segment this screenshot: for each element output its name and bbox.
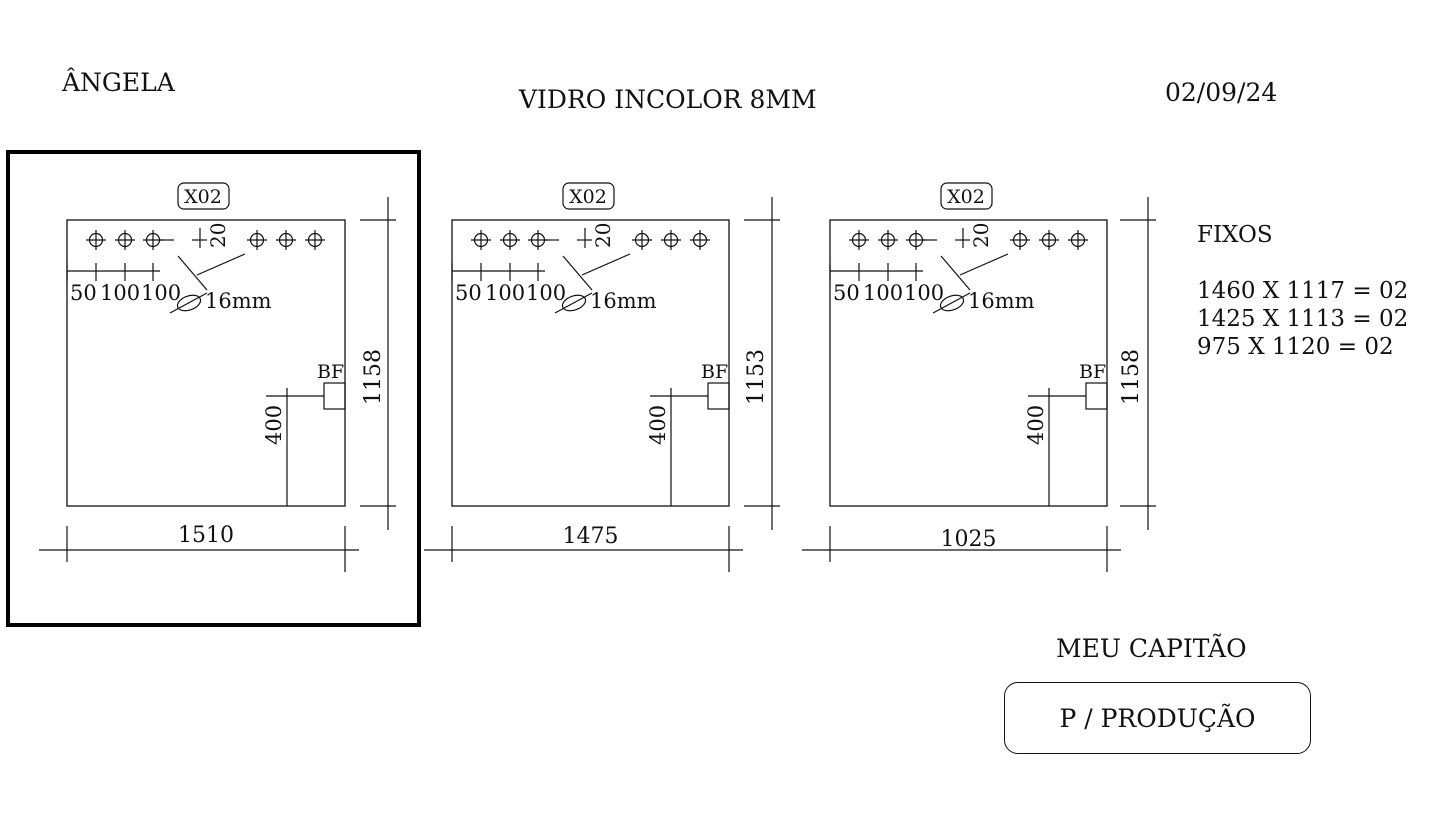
leader-line bbox=[196, 253, 246, 276]
bf-fitting bbox=[1085, 382, 1108, 410]
hole-icon bbox=[305, 230, 325, 250]
spacing-label: 100 bbox=[100, 281, 140, 305]
qty-tag: X02 bbox=[184, 186, 222, 208]
offset-label: 20 bbox=[969, 223, 993, 248]
spacing-label: 50 bbox=[70, 281, 97, 305]
production-label: P / PRODUÇÃO bbox=[1059, 703, 1256, 733]
hole-icon bbox=[632, 230, 652, 250]
hole-icon bbox=[1039, 230, 1059, 250]
qty-tag-box bbox=[562, 182, 615, 210]
hole-icon bbox=[143, 230, 163, 250]
hole-icon bbox=[661, 230, 681, 250]
width-label: 1510 bbox=[178, 523, 234, 548]
height-label: 1158 bbox=[1119, 349, 1144, 405]
leader-line bbox=[581, 253, 631, 276]
leader-line bbox=[940, 255, 971, 291]
spacing-label: 50 bbox=[833, 281, 860, 305]
hole-icon bbox=[115, 230, 135, 250]
diameter-slash bbox=[169, 292, 208, 314]
production-button[interactable]: P / PRODUÇÃO bbox=[1004, 682, 1311, 754]
bf-label: BF bbox=[701, 361, 728, 383]
fixos-line: 975 X 1120 = 02 bbox=[1197, 334, 1394, 360]
fixos-line: 1460 X 1117 = 02 bbox=[1197, 278, 1409, 304]
hole-diameter-label: 16mm bbox=[968, 289, 1035, 313]
order-date: 02/09/24 bbox=[1165, 78, 1278, 107]
hole-icon bbox=[471, 230, 491, 250]
height-label: 1153 bbox=[744, 349, 769, 405]
spacing-label: 100 bbox=[904, 281, 944, 305]
qty-tag: X02 bbox=[569, 186, 607, 208]
offset-label: 20 bbox=[591, 223, 615, 248]
client-name: ÂNGELA bbox=[62, 68, 175, 97]
qty-tag-box bbox=[177, 182, 230, 210]
diameter-symbol bbox=[176, 294, 202, 312]
hole-icon bbox=[276, 230, 296, 250]
hole-diameter-label: 16mm bbox=[590, 289, 657, 313]
hole-icon bbox=[878, 230, 898, 250]
width-label: 1475 bbox=[563, 524, 619, 549]
diameter-symbol bbox=[561, 294, 587, 312]
hole-icon bbox=[1010, 230, 1030, 250]
panel-outline bbox=[451, 219, 730, 507]
diameter-slash bbox=[554, 292, 593, 314]
fixos-line: 1425 X 1113 = 02 bbox=[1197, 306, 1409, 332]
bf-height-label: 400 bbox=[262, 405, 286, 445]
bf-label: BF bbox=[1079, 361, 1106, 383]
width-label: 1025 bbox=[941, 527, 997, 552]
captain-label: MEU CAPITÃO bbox=[1056, 634, 1247, 663]
hole-icon bbox=[86, 230, 106, 250]
qty-tag: X02 bbox=[947, 186, 985, 208]
hole-diameter-label: 16mm bbox=[205, 289, 272, 313]
hole-icon bbox=[690, 230, 710, 250]
bf-height-label: 400 bbox=[1024, 405, 1048, 445]
spacing-label: 100 bbox=[863, 281, 903, 305]
bf-label: BF bbox=[317, 361, 344, 383]
panel-outline bbox=[66, 219, 346, 507]
hole-icon bbox=[500, 230, 520, 250]
leader-line bbox=[562, 255, 593, 291]
hole-icon bbox=[849, 230, 869, 250]
diameter-slash bbox=[932, 292, 971, 314]
fixos-title: FIXOS bbox=[1197, 222, 1273, 248]
leader-line bbox=[959, 253, 1009, 276]
offset-label: 20 bbox=[206, 223, 230, 248]
leader-line bbox=[177, 255, 208, 291]
panel-outline bbox=[829, 219, 1108, 507]
spacing-label: 100 bbox=[485, 281, 525, 305]
spacing-label: 100 bbox=[141, 281, 181, 305]
bf-height-label: 400 bbox=[646, 405, 670, 445]
spacing-label: 100 bbox=[526, 281, 566, 305]
selection-frame[interactable] bbox=[6, 150, 421, 627]
hole-icon bbox=[1068, 230, 1088, 250]
hole-icon bbox=[906, 230, 926, 250]
qty-tag-box bbox=[940, 182, 993, 210]
spacing-label: 50 bbox=[455, 281, 482, 305]
height-label: 1158 bbox=[361, 349, 386, 405]
glass-spec-title: VIDRO INCOLOR 8MM bbox=[519, 85, 817, 114]
hole-icon bbox=[528, 230, 548, 250]
hole-icon bbox=[247, 230, 267, 250]
diameter-symbol bbox=[939, 294, 965, 312]
bf-fitting bbox=[707, 382, 730, 410]
